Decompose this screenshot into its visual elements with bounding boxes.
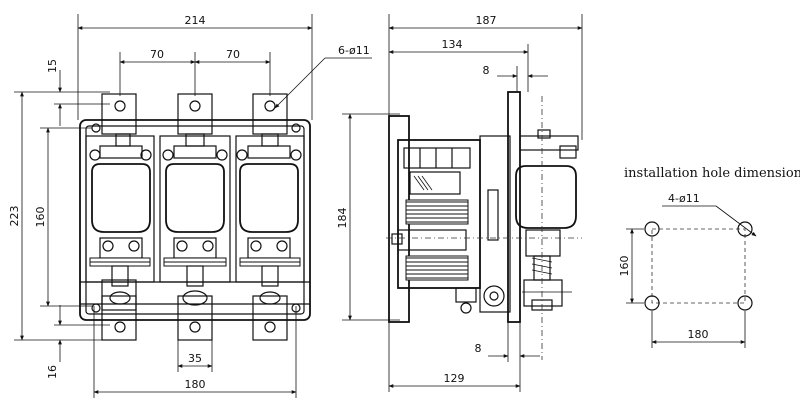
dim-side-width-partial: 134 [388,38,529,92]
vacuum-bottle-center [165,163,225,233]
dim-side-height: 184 [336,113,400,321]
hole-spec-leader: 6-ø11 [274,44,372,109]
coil-winding-lower [405,255,469,281]
side-mount-plate [507,91,521,323]
label-223: 223 [8,206,21,227]
label-180-hole: 180 [688,328,709,341]
hole-layout: installation hole dimension 4-ø11 160 18… [618,166,800,348]
pole-left [85,93,155,341]
mount-hole-icon [737,221,753,237]
side-view: 187 134 8 184 8 [336,14,583,392]
label-8-top: 8 [483,64,490,77]
pole-right [235,93,305,341]
label-15: 15 [46,59,59,73]
dim-side-plate-top: 8 [483,64,548,92]
mount-hole-icon [644,221,660,237]
label-4-hole: 4-ø11 [668,192,700,205]
front-body-outline [79,119,311,321]
label-160-hole: 160 [618,256,631,277]
label-129: 129 [444,372,465,385]
label-35: 35 [188,352,202,365]
terminal-bottom-right [252,295,288,341]
vacuum-bottle-side [515,165,577,229]
mount-hole-icon [91,303,101,313]
terminal-top-right [252,93,288,135]
terminal-top-left [101,93,137,135]
label-134: 134 [442,38,463,51]
label-180-front: 180 [185,378,206,391]
hole-pattern-outline [651,228,746,304]
mount-hole-icon [291,123,301,133]
pole-center [159,93,231,341]
vacuum-bottle-left [91,163,151,233]
dim-side-plate-bottom: 8 [475,320,540,362]
mount-hole-icon [264,321,276,333]
mount-hole-icon [291,303,301,313]
label-70-right: 70 [226,48,240,61]
mount-hole-icon [737,295,753,311]
label-70-left: 70 [150,48,164,61]
mount-hole-icon [114,100,126,112]
mount-hole-icon [189,100,201,112]
terminal-top-center [177,93,213,135]
label-184: 184 [336,208,349,229]
mount-hole-icon [644,295,660,311]
label-160-front: 160 [34,207,47,228]
dim-side-width-total: 187 [388,14,583,140]
label-214: 214 [185,14,206,27]
terminal-bottom-left [101,295,137,341]
pivot-icon [483,285,505,307]
dim-side-depth: 129 [388,320,521,392]
hole-layout-caption: installation hole dimension [624,166,800,181]
vacuum-bottle-right [239,163,299,233]
dim-front-pitch: 70 70 [119,48,271,96]
label-8-bottom: 8 [475,342,482,355]
label-187: 187 [476,14,497,27]
front-view: 214 70 70 6-ø11 223 [8,14,372,398]
mount-hole-icon [114,321,126,333]
dim-front-bottom: 35 180 [93,306,297,398]
mount-hole-icon [189,321,201,333]
label-16: 16 [46,365,59,379]
coil-winding-upper [405,199,469,225]
mount-hole-icon [91,123,101,133]
mount-hole-icon [264,100,276,112]
label-6-hole: 6-ø11 [338,44,370,57]
dim-front-width-total: 214 [77,14,313,120]
dim-front-vertical: 223 160 15 16 [8,59,110,379]
terminal-bottom-center [177,295,213,341]
